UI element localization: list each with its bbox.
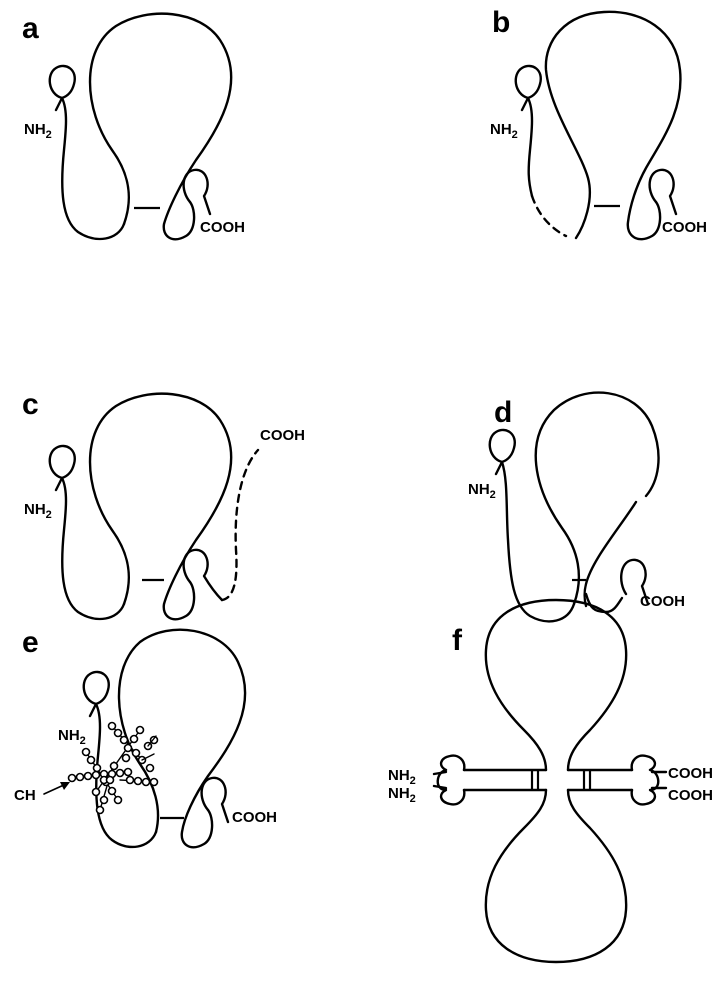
panel-c-n-stem (56, 478, 62, 490)
panel-b-chain-left (528, 98, 532, 196)
panel-e-n-stem (90, 704, 96, 716)
panel-d-nh2: NH2 (468, 481, 496, 501)
panel-b-nh2: NH2 (490, 121, 518, 141)
panel-c-cooh: COOH (260, 427, 305, 444)
panel-f-cooh-top: COOH (668, 765, 713, 782)
panel-d-connector (586, 594, 622, 612)
panel-a-big-loop (90, 14, 231, 240)
panel-b-n-loop (516, 66, 541, 98)
panel-f-left-disulfide (532, 770, 538, 790)
panel-d-n-loop (490, 430, 515, 462)
panel-e-label: e (22, 626, 39, 659)
panel-e: e NH2 COOH (14, 626, 277, 847)
panel-a-cooh: COOH (200, 219, 245, 236)
panel-b-label: b (492, 6, 510, 39)
panel-a-label: a (22, 12, 39, 45)
panel-a-c-loop (184, 170, 210, 214)
panel-d-n-stem (496, 462, 502, 474)
panel-c-nh2: NH2 (24, 501, 52, 521)
panel-f: f NH2 NH2 COOH COOH (388, 600, 713, 962)
panel-e-c-loop (202, 778, 228, 822)
panel-a-nh2: NH2 (24, 121, 52, 141)
panel-b-c-loop (650, 170, 676, 214)
panel-e-ch-label: CH (14, 787, 36, 804)
panel-c-label: c (22, 388, 39, 421)
panel-c-n-loop (50, 446, 75, 478)
panel-c-c-loop (184, 550, 222, 600)
panel-f-label: f (452, 624, 463, 657)
panel-a: a NH2 COOH (22, 12, 245, 239)
panel-b-cooh: COOH (662, 219, 707, 236)
panel-e-nh2: NH2 (58, 727, 86, 747)
panel-f-right-disulfide (584, 770, 590, 790)
panel-d-label: d (494, 396, 512, 429)
panel-b-n-stem (522, 98, 528, 110)
panel-f-nh2-top: NH2 (388, 767, 416, 787)
panel-a-n-stem (56, 98, 62, 110)
panel-e-arrow-icon (44, 782, 70, 794)
panel-f-cooh-bottom: COOH (668, 787, 713, 804)
panel-d-cooh: COOH (640, 593, 685, 610)
panel-d-big-loop-right (585, 502, 637, 606)
panel-c-chain-left (62, 478, 124, 619)
panel-e-n-loop (84, 672, 109, 704)
panel-b-cleaved-segment (532, 196, 566, 236)
panel-f-left-n-loops (438, 756, 465, 805)
panel-f-nh2-bottom: NH2 (388, 785, 416, 805)
panel-c-cleaved-segment (222, 450, 258, 600)
panel-f-lower-loop (486, 790, 626, 962)
panel-d-big-loop (536, 393, 659, 604)
panel-d-chain-left (502, 462, 574, 621)
panel-f-right-c-loops (632, 756, 659, 805)
panel-a-n-loop (50, 66, 75, 98)
panel-f-upper-loop (486, 600, 626, 770)
panel-b: b NH2 COOH (490, 6, 707, 239)
panel-c: c NH2 COOH (22, 388, 305, 619)
panel-a-chain-left (62, 98, 124, 239)
panel-e-cooh: COOH (232, 809, 277, 826)
panel-d: d NH2 COOH (468, 393, 685, 622)
